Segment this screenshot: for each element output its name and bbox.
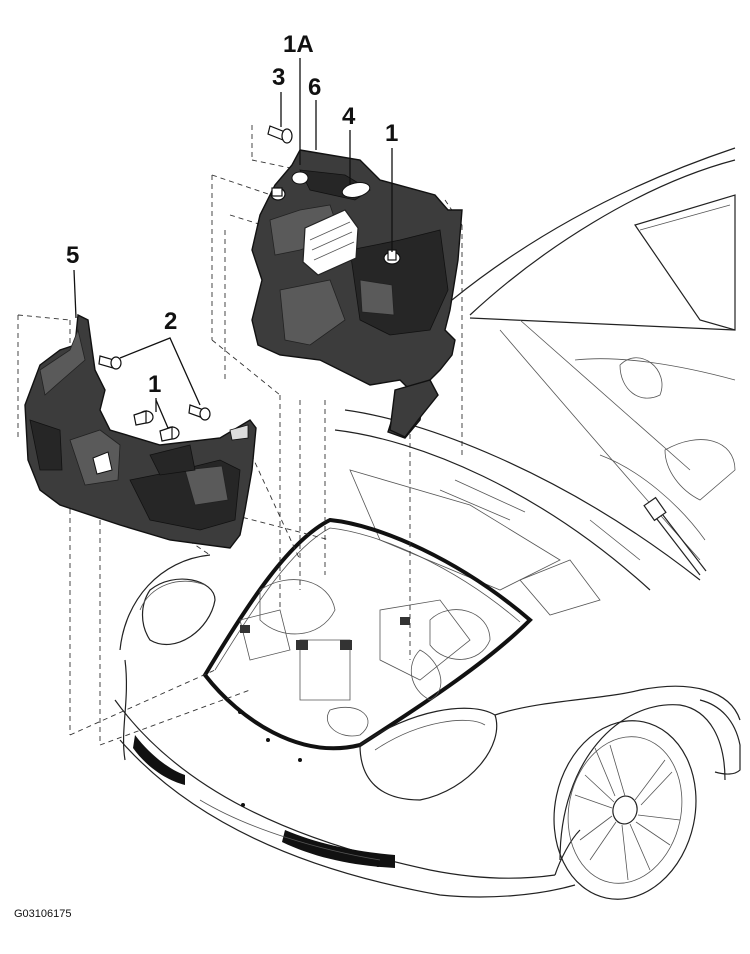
bolt-3 (267, 125, 293, 144)
left-trim-panel (24, 313, 257, 549)
leader-lines (73, 58, 393, 429)
callout-1a: 1A (283, 31, 314, 58)
clip-1-left-a (133, 410, 154, 426)
figure-id-label: G03106175 (14, 908, 72, 920)
clip-1-left-b (159, 426, 180, 442)
clip-1-right (383, 249, 401, 265)
bolt-2-right (188, 404, 211, 421)
callout-4: 4 (342, 103, 356, 130)
car-body (114, 147, 741, 900)
fasteners (98, 125, 401, 442)
upper-trim-panel (251, 149, 463, 439)
bolt-2-left (98, 355, 122, 370)
clip-upper-left (270, 187, 286, 201)
callout-5: 5 (66, 242, 80, 269)
callout-3: 3 (272, 64, 286, 91)
callout-1-right: 1 (385, 120, 399, 147)
callout-1-left: 1 (148, 371, 162, 398)
callout-6: 6 (308, 74, 322, 101)
callout-2: 2 (164, 308, 178, 335)
